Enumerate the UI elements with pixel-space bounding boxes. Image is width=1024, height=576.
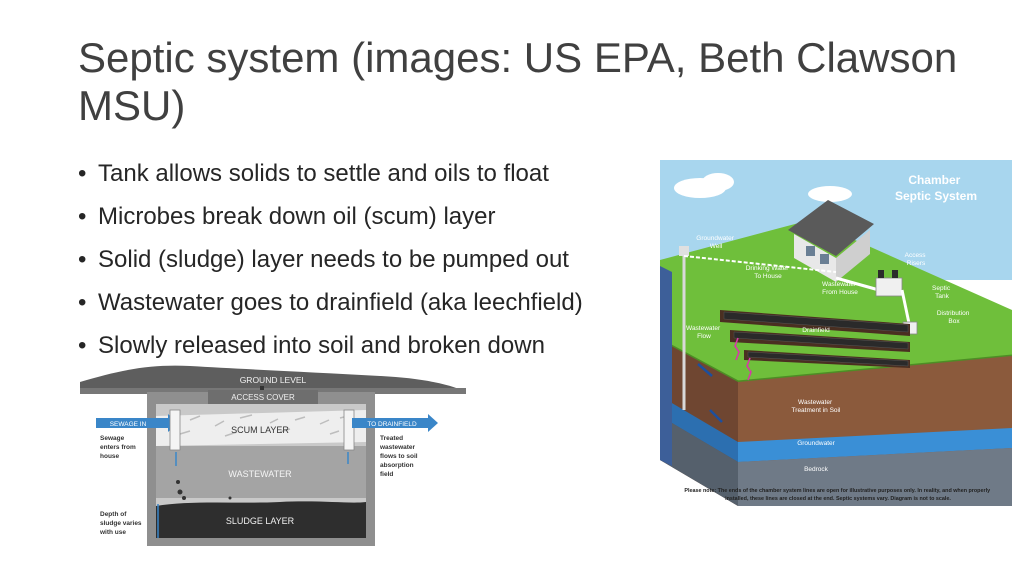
deep-edge (660, 266, 672, 466)
bullet-item: • Slowly released into soil and broken do… (78, 324, 658, 367)
bullet-dot: • (78, 203, 87, 230)
chamber-title: Chamber Septic System (895, 173, 977, 203)
sludge-particle (176, 480, 180, 484)
sludge-particle (182, 496, 186, 500)
to-drainfield-label: TO DRAINFIELD (367, 421, 417, 428)
sewage-note: Sewage enters from house (100, 435, 138, 460)
ground-mound (80, 365, 466, 392)
drinking-water-line (683, 255, 837, 273)
bullet-item: • Microbes break down oil (scum) layer (78, 195, 658, 238)
bedrock-left (660, 416, 738, 506)
sludge-particle (228, 496, 232, 500)
access-cover-label: ACCESS COVER (231, 393, 295, 402)
bedrock-front (738, 448, 1012, 506)
chamber-note: Please note: The ends of the chamber sys… (684, 488, 991, 502)
wastewater-treatment-label: Wastewater Treatment in Soil (792, 399, 841, 414)
ground-level-label: GROUND LEVEL (240, 375, 307, 385)
septic-tank-diagram: GROUND LEVEL ACCESS COVER SCUM LAYER WAS… (80, 365, 466, 546)
bullet-text: Tank allows solids to settle and oils to… (98, 160, 549, 187)
bullet-list: • Tank allows solids to settle and oils t… (78, 152, 658, 367)
depth-note: Depth of sludge varies with use (99, 511, 143, 536)
groundwater-band (738, 428, 1012, 462)
sludge-particle (177, 489, 183, 495)
chamber-line (747, 351, 909, 367)
septic-tank-label: Septic Tank (932, 285, 952, 300)
sludge-layer (156, 501, 366, 538)
sewage-in-label: SEWAGE IN (110, 421, 147, 428)
access-riser (892, 270, 898, 278)
house-window (820, 254, 829, 264)
bullet-text: Microbes break down oil (scum) layer (98, 203, 496, 230)
distribution-box-label: Distribution Box (937, 310, 971, 325)
bullet-text: Slowly released into soil and broken dow… (98, 332, 545, 359)
bullet-item: • Tank allows solids to settle and oils t… (78, 152, 658, 195)
chamber-septic-diagram: Chamber Septic System Groundwater W (660, 160, 1012, 506)
inlet-pipe (96, 418, 168, 428)
groundwater-well-label: Groundwater Well (696, 235, 735, 250)
well-head (679, 246, 689, 256)
scum-layer-label: SCUM LAYER (231, 425, 289, 435)
access-cover (208, 390, 318, 404)
house-wall-side (794, 234, 836, 282)
wastewater-flow-label: Wastewater Flow (686, 325, 722, 340)
groundwater-label: Groundwater (797, 440, 835, 447)
groundwater-arrow (697, 363, 713, 377)
flow-arrow (734, 337, 740, 361)
bullet-dot: • (78, 289, 87, 316)
inlet-tee (169, 409, 181, 451)
septic-tank (875, 277, 903, 297)
cloud (702, 173, 734, 191)
scum-layer (156, 410, 366, 446)
sludge-layer-label: SLUDGE LAYER (226, 516, 295, 526)
house-window (806, 246, 815, 256)
house-wall-front (836, 230, 870, 282)
outlet-pipe (352, 418, 428, 428)
wastewater-label: WASTEWATER (228, 469, 292, 479)
slide-title: Septic system (images: US EPA, Beth Claw… (78, 34, 958, 129)
bullet-dot: • (78, 332, 87, 359)
chamber-line (733, 331, 909, 350)
groundwater-band-left (660, 396, 738, 462)
wastewater-zone (156, 446, 366, 498)
drainfield-label: Drainfield (802, 327, 830, 334)
wastewater-from-house-label: Wastewater From House (822, 281, 858, 296)
groundwater-arrow (709, 409, 723, 423)
treated-note: Treated wastewater flows to soil absorpt… (379, 435, 419, 478)
bullet-text: Wastewater goes to drainfield (aka leech… (98, 289, 583, 316)
cloud (808, 186, 852, 202)
chamber-line (723, 311, 909, 333)
bullet-dot: • (78, 246, 87, 273)
outlet-tee (343, 409, 355, 451)
bullet-dot: • (78, 160, 87, 187)
bedrock-label: Bedrock (804, 466, 829, 473)
bullet-text: Solid (sludge) layer needs to be pumped … (98, 246, 569, 273)
flow-arrow (746, 357, 752, 381)
house-roof (788, 200, 874, 256)
access-risers-label: Access Risers (905, 252, 928, 267)
chamber-note-text: Please note: The ends of the chamber sys… (684, 488, 991, 502)
access-riser (878, 270, 884, 278)
bullet-item: • Wastewater goes to drainfield (aka leec… (78, 281, 658, 324)
bullet-item: • Solid (sludge) layer needs to be pumped… (78, 238, 658, 281)
drinking-water-label: Drinking Water To House (746, 265, 791, 280)
outlet-arrow (428, 414, 438, 432)
